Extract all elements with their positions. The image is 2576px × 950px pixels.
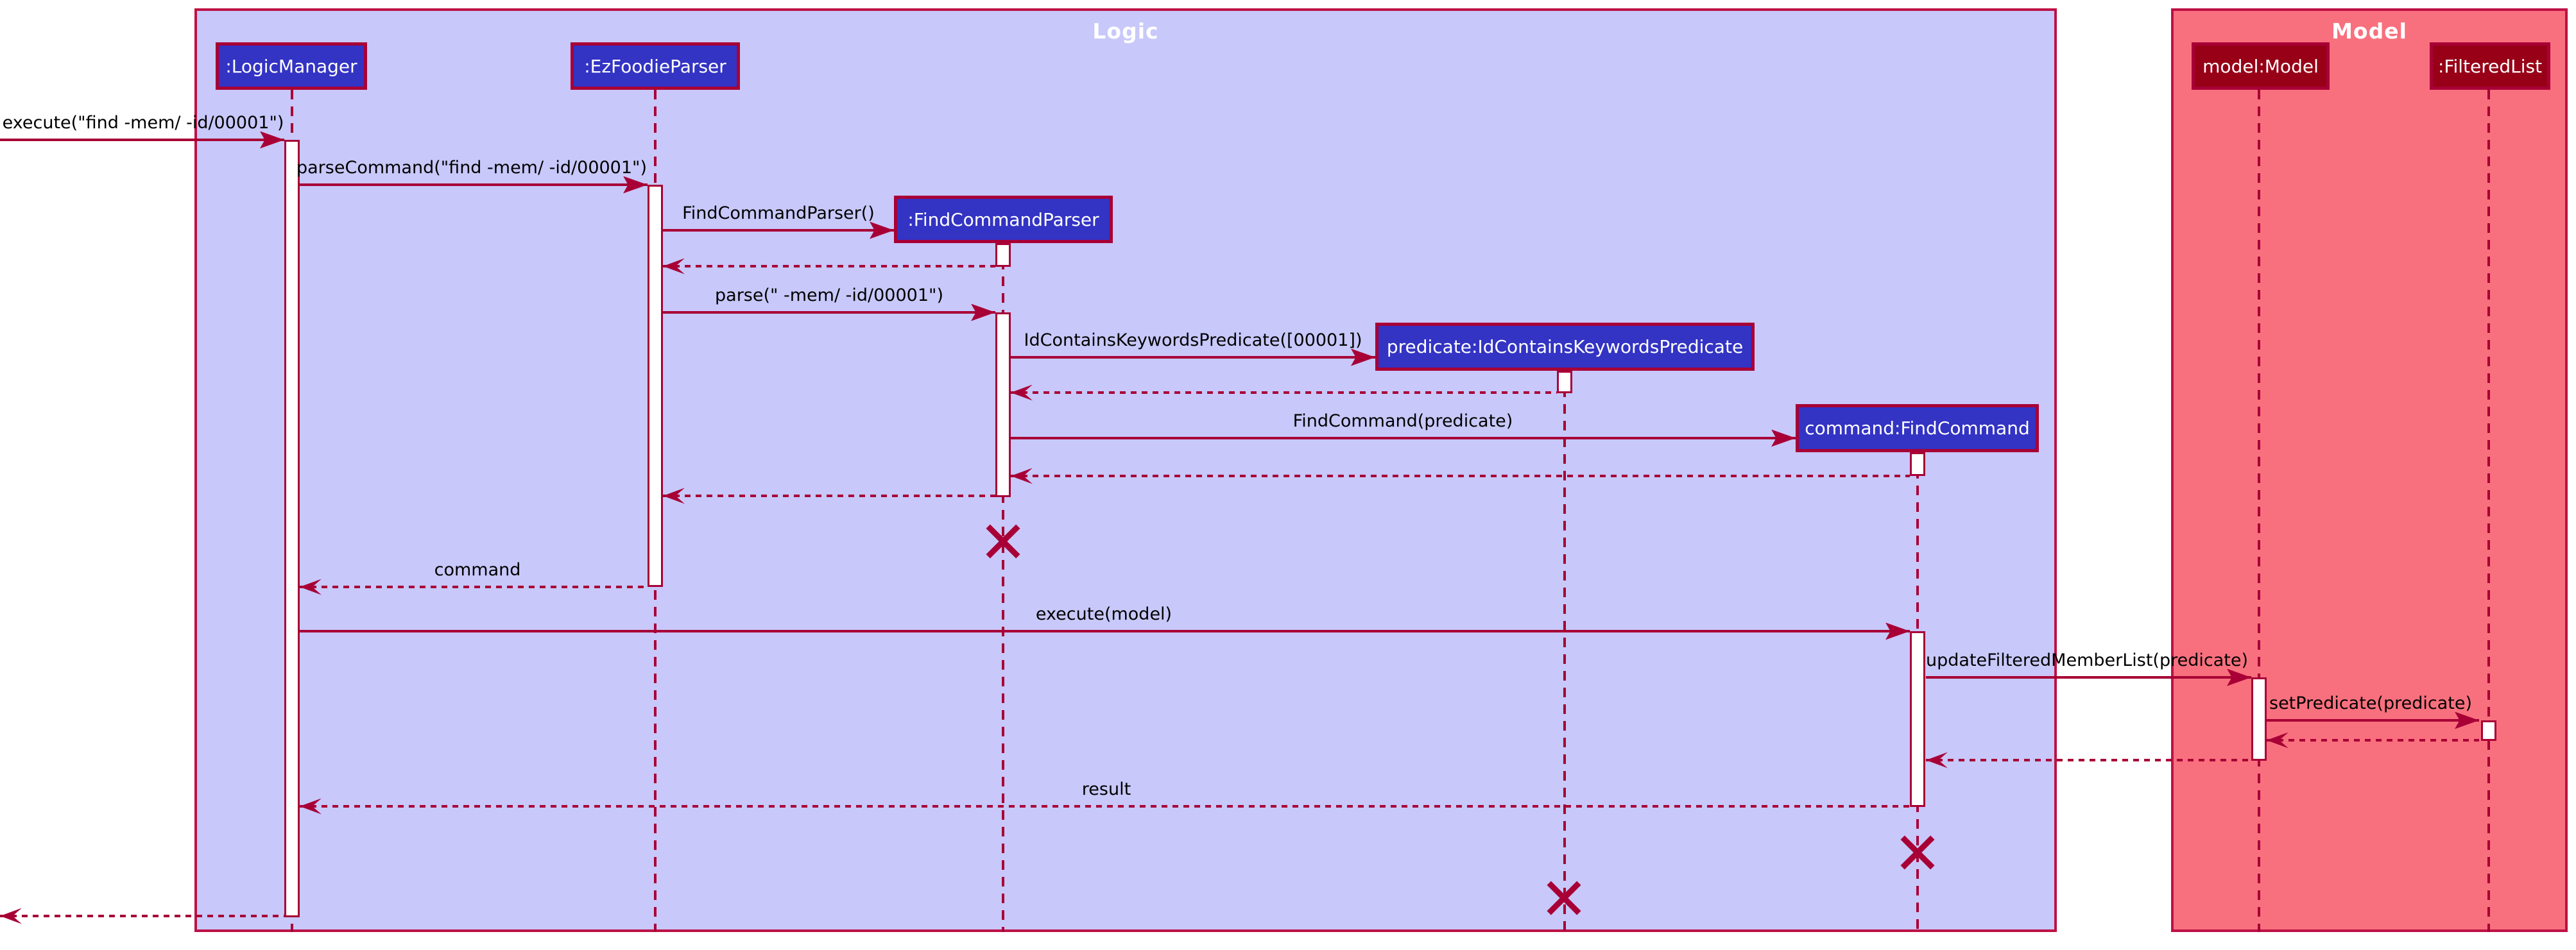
message-line [1011,437,1796,439]
message-line [2267,719,2479,722]
message-line [1926,759,2251,761]
message-label: updateFilteredMemberList(predicate) [1926,650,2248,670]
message-line [0,139,284,141]
message-line [300,805,1910,808]
message-line [1011,356,1375,359]
activation-bar [2251,677,2267,761]
activation-bar [995,243,1011,267]
message-line [1011,475,1910,477]
message-label: FindCommandParser() [682,203,875,223]
activation-bar [1910,631,1925,807]
participant-box-command: command:FindCommand [1796,404,2039,452]
participant-box-ezfoodieparser: :EzFoodieParser [571,42,740,90]
destroy-x-icon [1900,835,1935,870]
message-line [663,265,995,267]
message-label: parseCommand("find -mem/ -id/00001") [296,158,647,178]
message-label: execute(model) [1035,604,1172,624]
frame-logic [194,8,2057,932]
activation-bar [1557,371,1572,393]
lifeline-model [2258,90,2260,932]
participant-box-findcommandparser: :FindCommandParser [894,196,1113,243]
frame-model [2171,8,2568,932]
frame-title-model: Model [2331,19,2407,44]
message-label: execute("find -mem/ -id/00001") [2,113,284,133]
message-label: FindCommand(predicate) [1292,411,1513,431]
destroy-x-icon [986,524,1020,559]
message-label: parse(" -mem/ -id/00001") [715,285,943,305]
lifeline-filteredlist [2487,90,2490,932]
activation-bar [284,140,300,917]
participant-box-filteredlist: :FilteredList [2430,42,2550,90]
activation-bar [995,312,1011,497]
frame-title-logic: Logic [1092,19,1159,44]
message-line [300,630,1910,632]
message-line [1926,676,2251,679]
lifeline-findcommandparser [1002,243,1004,932]
message-label: IdContainsKeywordsPredicate([00001]) [1024,330,1362,350]
message-label: command [434,560,521,580]
message-line [300,586,648,588]
message-line [663,495,995,497]
activation-bar [1910,452,1925,476]
message-line [1011,391,1557,394]
activation-bar [2481,720,2496,741]
message-label: result [1081,779,1131,799]
lifeline-predicate [1563,371,1566,932]
activation-bar [648,185,663,587]
message-line [2267,739,2479,742]
message-line [663,311,995,314]
participant-box-logicmanager: :LogicManager [216,42,367,90]
message-line [663,229,894,232]
destroy-x-icon [1547,881,1581,915]
message-line [0,915,284,917]
message-label: setPredicate(predicate) [2269,693,2472,713]
participant-box-predicate: predicate:IdContainsKeywordsPredicate [1375,323,1755,371]
message-line [300,183,648,186]
participant-box-model: model:Model [2192,42,2330,90]
